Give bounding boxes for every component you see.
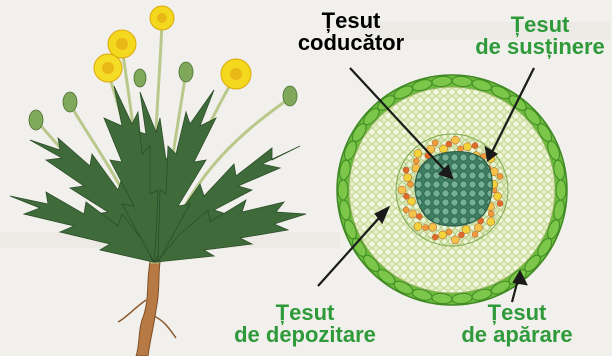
support-cell: [451, 236, 459, 244]
dandelion-flower: [94, 54, 122, 82]
support-cell: [497, 174, 503, 180]
support-cell: [451, 136, 459, 144]
label-line: de depozitare: [210, 324, 400, 346]
epidermis-cell: [338, 180, 348, 200]
support-cell: [398, 186, 406, 194]
support-cell: [497, 201, 503, 207]
support-cell: [440, 145, 448, 153]
support-cell: [488, 211, 494, 217]
dandelion-flower: [108, 30, 136, 58]
support-cell: [472, 143, 478, 149]
support-cell: [429, 223, 437, 231]
support-cell: [404, 174, 412, 182]
support-cell: [403, 193, 409, 199]
conducting-tissue: [415, 152, 492, 226]
support-cell: [413, 158, 419, 164]
label-storage-tissue: Țesut de depozitare: [210, 302, 400, 346]
support-cell: [463, 143, 471, 151]
support-cell: [458, 232, 464, 238]
support-cell: [407, 181, 413, 187]
support-cell: [414, 150, 422, 158]
epidermis-cell: [556, 180, 566, 200]
label-line: Țesut: [210, 302, 400, 324]
label-line: de apărare: [442, 324, 592, 346]
support-cell: [432, 234, 438, 240]
support-cell: [446, 229, 452, 235]
support-cell: [472, 231, 478, 237]
support-cell: [439, 231, 447, 239]
support-cell: [414, 223, 422, 231]
support-cell: [403, 207, 409, 213]
label-line: de susținere: [470, 36, 610, 58]
dandelion-flower: [221, 59, 251, 89]
label-line: Țesut: [442, 302, 592, 324]
taproot: [136, 262, 160, 356]
support-cell: [423, 225, 429, 231]
support-cell: [475, 224, 483, 232]
label-conducting-tissue: Țesut coducător: [276, 10, 426, 54]
label-protective-tissue: Țesut de apărare: [442, 302, 592, 346]
label-line: Țesut: [276, 10, 426, 32]
support-cell: [408, 197, 416, 205]
support-cell: [403, 167, 409, 173]
flower-buds: [29, 62, 297, 130]
support-cell: [446, 141, 452, 147]
root-cross-section: [337, 75, 567, 305]
support-cell: [487, 218, 495, 226]
label-line: Țesut: [470, 14, 610, 36]
support-cell: [409, 210, 417, 218]
support-cell: [494, 192, 502, 200]
label-support-tissue: Țesut de susținere: [470, 14, 610, 58]
support-cell: [432, 140, 438, 146]
support-cell: [416, 214, 422, 220]
label-line: coducător: [276, 32, 426, 54]
dandelion-flower: [150, 6, 174, 30]
